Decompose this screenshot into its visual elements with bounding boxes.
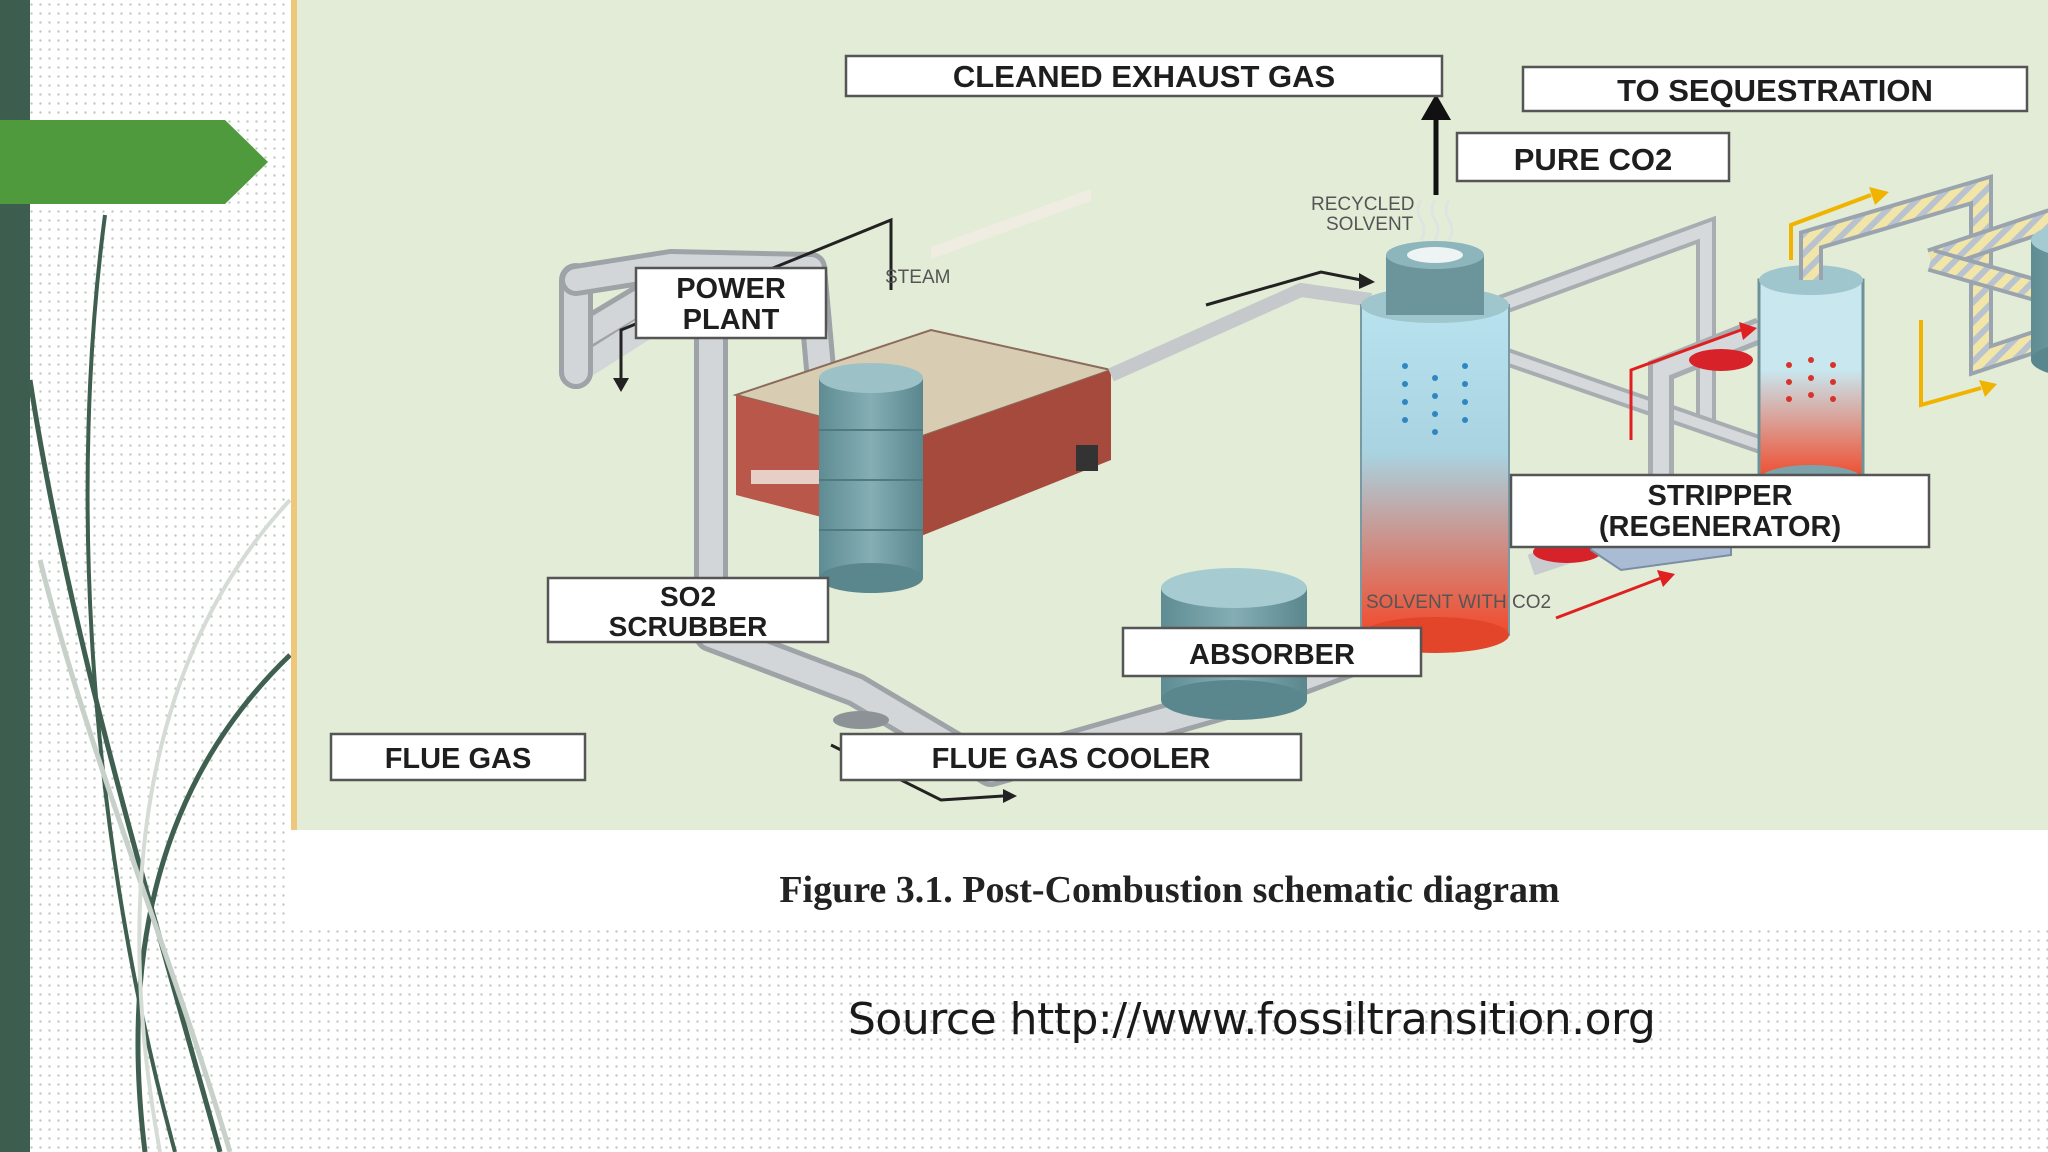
stripper-column — [1757, 265, 1865, 495]
svg-text:POWER: POWER — [676, 273, 786, 305]
svg-text:FLUE GAS COOLER: FLUE GAS COOLER — [932, 743, 1211, 775]
label-pure-co2: PURE CO2 — [1455, 131, 1731, 183]
label-so2-scrubber: SO2 SCRUBBER — [546, 576, 830, 644]
absorber-column — [1360, 199, 1510, 653]
label-steam: STEAM — [885, 267, 950, 288]
svg-text:(REGENERATOR): (REGENERATOR) — [1599, 511, 1841, 543]
red-flow-arrows — [1555, 328, 1742, 620]
svg-text:CLEANED EXHAUST GAS: CLEANED EXHAUST GAS — [953, 59, 1335, 94]
so2-scrubber-tank — [819, 363, 923, 593]
yellow-flow-arrows — [1789, 193, 1982, 408]
svg-text:TO SEQUESTRATION: TO SEQUESTRATION — [1617, 73, 1933, 108]
green-arrow-tab — [0, 120, 268, 204]
label-power-plant: POWER PLANT — [634, 266, 828, 340]
svg-text:ABSORBER: ABSORBER — [1189, 639, 1355, 671]
svg-text:SCRUBBER: SCRUBBER — [609, 611, 768, 642]
sequestration-compressor — [2031, 227, 2048, 373]
svg-text:PURE CO2: PURE CO2 — [1514, 142, 1672, 177]
label-solvent-with-co2: SOLVENT WITH CO2 — [1366, 592, 1551, 613]
label-stripper-regenerator: STRIPPER (REGENERATOR) — [1509, 473, 1931, 549]
label-flue-gas-cooler: FLUE GAS COOLER — [839, 732, 1303, 782]
source-text: Source http://www.fossiltransition.org — [848, 994, 1656, 1045]
svg-text:FLUE GAS: FLUE GAS — [385, 743, 532, 775]
steam-pipe — [1108, 282, 1372, 382]
label-cleaned-exhaust-gas: CLEANED EXHAUST GAS — [844, 54, 1444, 98]
post-combustion-schematic: CLEANED EXHAUST GAS TO SEQUESTRATION PUR… — [291, 0, 2048, 830]
label-recycled-solvent-1: RECYCLED — [1311, 194, 1414, 215]
label-flue-gas: FLUE GAS — [329, 732, 587, 782]
label-absorber: ABSORBER — [1121, 626, 1423, 678]
svg-text:STRIPPER: STRIPPER — [1647, 480, 1792, 512]
decorative-curves — [27, 214, 292, 1152]
svg-text:SO2: SO2 — [660, 581, 716, 612]
svg-text:PLANT: PLANT — [683, 304, 780, 336]
figure-caption: Figure 3.1. Post-Combustion schematic di… — [779, 869, 1560, 911]
label-recycled-solvent-2: SOLVENT — [1326, 214, 1414, 235]
figure-panel: CLEANED EXHAUST GAS TO SEQUESTRATION PUR… — [291, 0, 2048, 930]
label-to-sequestration: TO SEQUESTRATION — [1521, 65, 2029, 113]
co2-pipe — [1799, 173, 2048, 377]
